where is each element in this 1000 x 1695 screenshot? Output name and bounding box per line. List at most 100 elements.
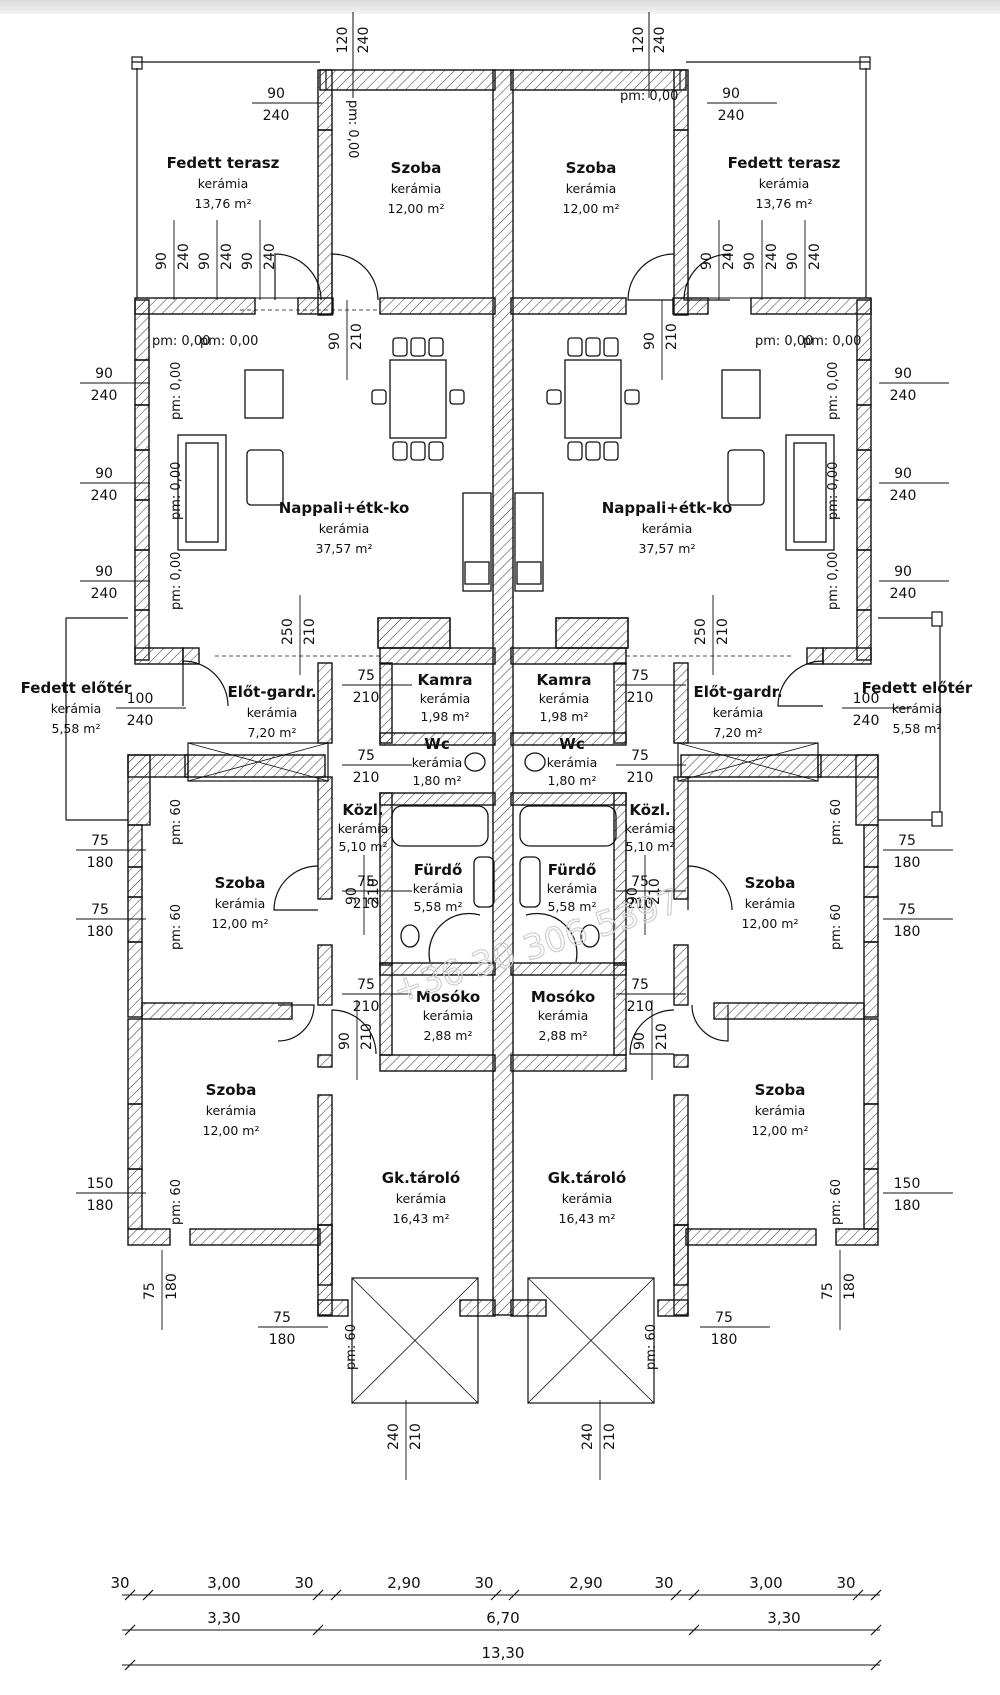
vdim-a: 90 (632, 1032, 648, 1050)
wall (673, 1224, 689, 1286)
wall (379, 647, 496, 665)
wall (613, 962, 627, 1056)
room-name: Szoba (206, 1081, 257, 1099)
room-area: 5,58 m² (548, 899, 597, 914)
opening-bottom-value: 180 (87, 1198, 114, 1214)
wall (377, 617, 451, 649)
door-swing (687, 865, 733, 911)
opening-top-value: 90 (894, 564, 912, 580)
opening-bottom-value: 240 (890, 488, 917, 504)
opening-top-value: 75 (357, 977, 375, 993)
room-name: Kamra (537, 671, 592, 689)
room-material: kerámia (547, 881, 598, 896)
opening-bottom-value: 180 (87, 855, 114, 871)
chain-tick (870, 1659, 882, 1671)
wall (379, 792, 496, 806)
wall (134, 499, 150, 551)
vdim-a: 90 (699, 252, 715, 270)
room-area: 37,57 m² (639, 541, 696, 556)
wall (863, 824, 879, 868)
room-terrace-left: Fedett terasz kerámia 13,76 m² (167, 154, 280, 211)
stove-counter (377, 617, 451, 649)
wall (317, 1299, 349, 1317)
chain-tick (852, 1589, 864, 1601)
room-area: 12,00 m² (203, 1123, 260, 1138)
floor-level-11: pm: 0,00 (826, 552, 841, 610)
chain-row1-value: 30 (474, 1574, 493, 1592)
wall (863, 1168, 879, 1230)
chair (449, 389, 465, 405)
room-area: 5,58 m² (414, 899, 463, 914)
opening-top-value: 90 (95, 366, 113, 382)
vdim-a: 90 (327, 332, 343, 350)
vdim-a: 90 (625, 887, 641, 905)
vdim-a: 90 (197, 252, 213, 270)
room-name: Szoba (215, 874, 266, 892)
opening-bottom-value: 240 (263, 108, 290, 124)
coffee-table (246, 449, 284, 506)
room-bedroom-mid-left: Szoba kerámia 12,00 m² (212, 874, 269, 931)
room-name: Gk.tároló (382, 1169, 460, 1187)
room-area: 7,20 m² (248, 725, 297, 740)
vdim-b: 180 (842, 1273, 858, 1300)
floor-level-5: pm: 0,00 (803, 334, 861, 349)
line (677, 742, 819, 782)
room-bedroom-bottom-left: Szoba kerámia 12,00 m² (203, 1081, 260, 1138)
room-material: kerámia (892, 701, 943, 716)
room-name: Mosóko (531, 988, 595, 1006)
room-material: kerámia (198, 176, 249, 191)
room-name: Szoba (566, 159, 617, 177)
dining-table (389, 359, 447, 439)
armchair (244, 369, 284, 419)
chain-row1-value: 3,00 (207, 1574, 240, 1592)
chain-tick (870, 1589, 882, 1601)
opening-top-value: 75 (631, 748, 649, 764)
opening-top-value: 75 (357, 668, 375, 684)
opening-bottom-value: 240 (718, 108, 745, 124)
room-name: Wc (559, 735, 584, 753)
room-laundry-left: Mosóko kerámia 2,88 m² (416, 988, 480, 1043)
floor-level-13: pm: 60 (169, 904, 184, 950)
wall (127, 754, 151, 826)
chain-tick (670, 1589, 682, 1601)
floor-level-7: pm: 0,00 (169, 462, 184, 520)
toilet (580, 924, 600, 948)
wall (613, 662, 627, 744)
opening-bottom-value: 210 (627, 770, 654, 786)
opening-top-value: 120 (335, 27, 351, 54)
vdim-a: 250 (280, 618, 296, 645)
opening-top-value: 75 (91, 833, 109, 849)
floor-level-2: pm: 0,00 (152, 334, 210, 349)
room-area: 1,80 m² (548, 773, 597, 788)
room-terrace-right: Fedett terasz kerámia 13,76 m² (728, 154, 841, 211)
wall (863, 941, 879, 1018)
room-pantry-left: Kamra kerámia 1,98 m² (418, 671, 473, 724)
room-name: Gk.tároló (548, 1169, 626, 1187)
wall (510, 647, 627, 665)
wall (657, 1299, 689, 1317)
opening-top-value: 90 (894, 466, 912, 482)
vdim-terr-r-1: 90 240 (699, 220, 737, 300)
vdim-b: 240 (721, 243, 737, 270)
room-hall-left: Előt-gardr. kerámia 7,20 m² (227, 683, 316, 740)
chair (428, 441, 444, 461)
room-area: 1,98 m² (540, 709, 589, 724)
chain-tick (142, 1589, 154, 1601)
wall (673, 944, 689, 1006)
room-corridor-left: Közl. kerámia 5,10 m² (338, 801, 389, 854)
chain-row1-value: 30 (110, 1574, 129, 1592)
opening-bottom-value: 240 (890, 586, 917, 602)
